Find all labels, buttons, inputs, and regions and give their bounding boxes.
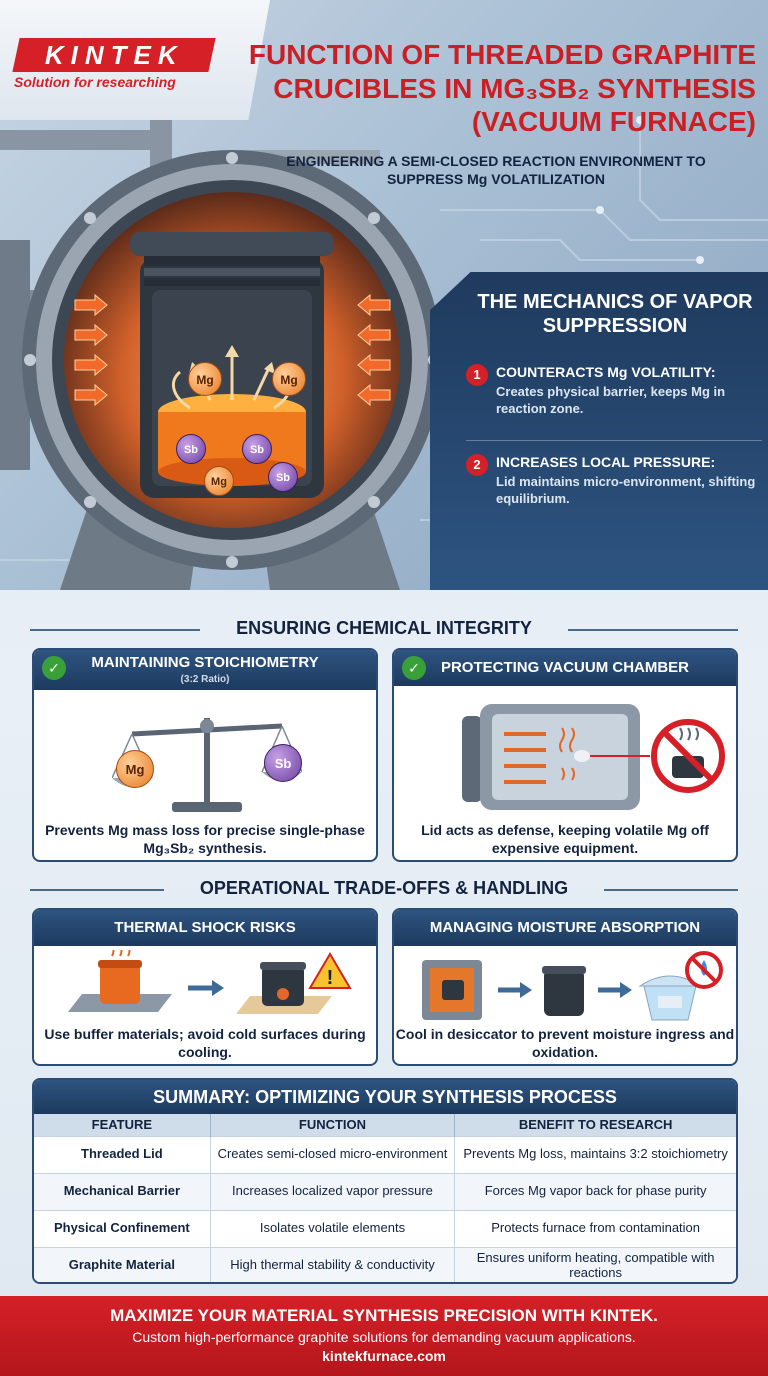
footer-cta: MAXIMIZE YOUR MATERIAL SYNTHESIS PRECISI…	[110, 1306, 658, 1325]
table-cell: Protects furnace from contamination	[454, 1209, 736, 1247]
table-cell: Forces Mg vapor back for phase purity	[454, 1172, 736, 1210]
logo-text: KINTEK	[44, 39, 184, 70]
atom-mg-bottom: Mg	[204, 466, 234, 496]
table-cell: High thermal stability & conductivity	[210, 1246, 456, 1282]
table-cell: Graphite Material	[34, 1246, 211, 1282]
card-header: ✓ PROTECTING VACUUM CHAMBER	[394, 650, 736, 686]
atom-sb-center: Sb	[242, 434, 272, 464]
table-cell: Creates semi-closed micro-environment	[210, 1135, 456, 1173]
atom-sb: Sb	[264, 744, 302, 782]
mechanics-divider	[466, 440, 762, 441]
table-row: Threaded Lid Creates semi-closed micro-e…	[34, 1135, 736, 1173]
card-header: ✓ MAINTAINING STOICHIOMETRY	[34, 650, 376, 690]
card-header: THERMAL SHOCK RISKS	[34, 910, 376, 946]
table-row: Graphite Material High thermal stability…	[34, 1246, 736, 1282]
table-header-row: FEATURE FUNCTION BENEFIT TO RESEARCH	[34, 1114, 736, 1136]
table-cell: Ensures uniform heating, compatible with…	[454, 1246, 736, 1282]
card-title: MAINTAINING STOICHIOMETRY	[91, 654, 319, 671]
page-subtitle: ENGINEERING A SEMI-CLOSED REACTION ENVIR…	[286, 153, 706, 188]
atom-mg-right: Mg	[272, 362, 306, 396]
card-text: Cool in desiccator to prevent moisture i…	[395, 1026, 735, 1060]
atom-label: Sb	[183, 444, 199, 456]
table-cell: Prevents Mg loss, maintains 3:2 stoichio…	[454, 1135, 736, 1173]
table-cell: Isolates volatile elements	[210, 1209, 456, 1247]
card-vacuum-chamber: ✓ PROTECTING VACUUM CHAMBER Lid acts as …	[392, 648, 738, 862]
thermal-shock-icon: !	[68, 950, 352, 1014]
mechanics-item-2: 2 INCREASES LOCAL PRESSURE: Lid maintain…	[466, 454, 762, 508]
summary-title: SUMMARY: OPTIMIZING YOUR SYNTHESIS PROCE…	[34, 1080, 736, 1114]
table-row: Mechanical Barrier Increases localized v…	[34, 1172, 736, 1210]
logo-tagline: Solution for researching	[14, 74, 176, 90]
section-divider	[30, 889, 164, 891]
number-badge: 1	[466, 364, 488, 386]
card-subtitle: (3:2 Ratio)	[180, 674, 230, 685]
card-title: THERMAL SHOCK RISKS	[114, 919, 296, 936]
section-heading-tradeoffs: OPERATIONAL TRADE-OFFS & HANDLING	[199, 878, 569, 898]
atom-label: Mg	[280, 373, 298, 387]
checkmark-icon: ✓	[42, 656, 66, 680]
column-header: FUNCTION	[210, 1114, 456, 1136]
vacuum-chamber-icon	[462, 704, 725, 810]
number-badge: 2	[466, 454, 488, 476]
section-divider	[604, 889, 738, 891]
card-stoichiometry: ✓ MAINTAINING STOICHIOMETRY (3:2 Ratio) …	[32, 648, 378, 862]
table-cell: Threaded Lid	[34, 1135, 211, 1173]
mechanics-panel	[430, 272, 768, 590]
mechanics-item-1: 1 COUNTERACTS Mg VOLATILITY: Creates phy…	[466, 364, 762, 418]
table-cell: Physical Confinement	[34, 1209, 211, 1247]
section-divider	[568, 629, 738, 631]
atom-mg: Mg	[116, 750, 154, 788]
card-text: Prevents Mg mass loss for precise single…	[45, 822, 365, 856]
card-text: Lid acts as defense, keeping volatile Mg…	[421, 822, 709, 856]
atom-label: Sb	[249, 444, 265, 456]
mechanics-item-heading: COUNTERACTS Mg VOLATILITY:	[496, 364, 716, 380]
card-title: PROTECTING VACUUM CHAMBER	[440, 659, 690, 676]
footer-tagline: Custom high-performance graphite solutio…	[132, 1329, 636, 1345]
mechanics-item-body: Creates physical barrier, keeps Mg in re…	[496, 384, 726, 416]
table-cell: Increases localized vapor pressure	[210, 1172, 456, 1210]
column-header: FEATURE	[34, 1114, 211, 1136]
footer-link[interactable]: kintekfurnace.com	[322, 1348, 446, 1364]
atom-mg-left: Mg	[188, 362, 222, 396]
atom-label: Sb	[274, 756, 292, 771]
mechanics-item-body: Lid maintains micro-environment, shiftin…	[496, 474, 756, 506]
atom-sb-left: Sb	[176, 434, 206, 464]
card-title: MANAGING MOISTURE ABSORPTION	[429, 919, 701, 936]
circuit-pattern	[0, 110, 768, 590]
kintek-logo[interactable]: KINTEK	[12, 38, 216, 72]
table-cell: Mechanical Barrier	[34, 1172, 211, 1210]
atom-sb-bottom: Sb	[268, 462, 298, 492]
mechanics-title: THE MECHANICS OF VAPOR SUPPRESSION	[477, 291, 753, 337]
card-text: Use buffer materials; avoid cold surface…	[44, 1026, 366, 1060]
footer-banner: MAXIMIZE YOUR MATERIAL SYNTHESIS PRECISI…	[0, 1296, 768, 1376]
card-thermal-shock: THERMAL SHOCK RISKS ! Use buffer materia…	[32, 908, 378, 1066]
card-header: MANAGING MOISTURE ABSORPTION	[394, 910, 736, 946]
atom-label: Sb	[275, 472, 291, 484]
atom-label: Mg	[196, 373, 214, 387]
hero-background: Mg Mg Sb Sb Mg Sb	[0, 0, 768, 590]
svg-text:!: !	[327, 967, 334, 989]
summary-table: FEATURE FUNCTION BENEFIT TO RESEARCH Thr…	[34, 1114, 736, 1282]
section-divider	[30, 629, 200, 631]
table-row: Physical Confinement Isolates volatile e…	[34, 1209, 736, 1247]
summary-table-container: SUMMARY: OPTIMIZING YOUR SYNTHESIS PROCE…	[32, 1078, 738, 1284]
card-moisture: MANAGING MOISTURE ABSORPTION Cool in des…	[392, 908, 738, 1066]
mechanics-item-heading: INCREASES LOCAL PRESSURE:	[496, 454, 716, 470]
atom-label: Mg	[125, 762, 145, 777]
page-title: Function of Threaded Graphite Crucibles …	[248, 39, 756, 138]
desiccator-icon	[422, 951, 723, 1021]
section-heading-integrity: ENSURING CHEMICAL INTEGRITY	[236, 618, 532, 638]
atom-label: Mg	[211, 476, 227, 488]
column-header: BENEFIT TO RESEARCH	[454, 1114, 736, 1136]
checkmark-icon: ✓	[402, 656, 426, 680]
